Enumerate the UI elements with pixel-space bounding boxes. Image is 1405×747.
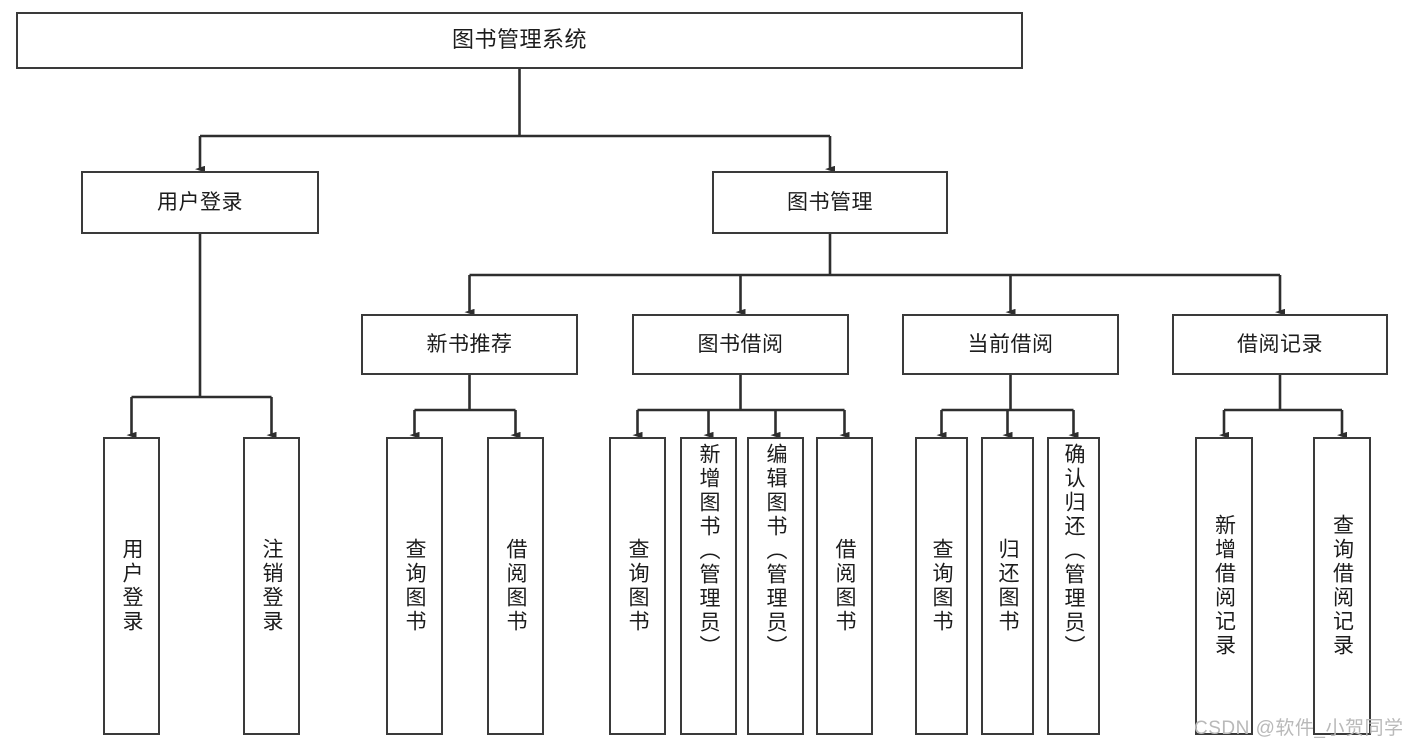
node-root-图书管理系统[interactable]: 图书管理系统 [16, 12, 1023, 69]
node-leaf-新书推荐-借阅图书-label: 借阅图书 [504, 538, 527, 634]
node-leaf-当前借阅-归还图书-label: 归还图书 [996, 538, 1019, 634]
node-leaf-用户登录-注销登录-label: 注销登录 [260, 538, 283, 634]
node-leaf-图书借阅-查询图书-label: 查询图书 [626, 538, 649, 634]
node-l2-用户登录[interactable]: 用户登录 [81, 171, 319, 234]
node-l3-新书推荐[interactable]: 新书推荐 [361, 314, 578, 375]
node-l3-借阅记录[interactable]: 借阅记录 [1172, 314, 1388, 375]
node-leaf-用户登录-用户登录[interactable]: 用户登录 [103, 437, 160, 735]
node-leaf-当前借阅-查询图书[interactable]: 查询图书 [915, 437, 968, 735]
node-l2-图书管理-label: 图书管理 [787, 190, 873, 214]
node-leaf-图书借阅-编辑图书管理员[interactable]: 编辑图书（管理员） [747, 437, 804, 735]
node-l3-图书借阅-label: 图书借阅 [697, 332, 784, 356]
node-l2-图书管理[interactable]: 图书管理 [712, 171, 948, 234]
node-leaf-新书推荐-查询图书-label: 查询图书 [403, 538, 426, 634]
node-l2-用户登录-label: 用户登录 [157, 190, 243, 214]
node-leaf-用户登录-用户登录-label: 用户登录 [120, 538, 143, 634]
node-leaf-借阅记录-查询借阅记录-label: 查询借阅记录 [1330, 514, 1354, 658]
node-l3-当前借阅[interactable]: 当前借阅 [902, 314, 1119, 375]
node-l3-借阅记录-label: 借阅记录 [1237, 332, 1323, 356]
node-leaf-借阅记录-新增借阅记录-label: 新增借阅记录 [1212, 514, 1236, 658]
node-leaf-借阅记录-新增借阅记录[interactable]: 新增借阅记录 [1195, 437, 1253, 735]
node-leaf-新书推荐-查询图书[interactable]: 查询图书 [386, 437, 443, 735]
node-root-图书管理系统-label: 图书管理系统 [451, 27, 587, 53]
node-l3-图书借阅[interactable]: 图书借阅 [632, 314, 849, 375]
node-leaf-当前借阅-归还图书[interactable]: 归还图书 [981, 437, 1034, 735]
node-leaf-当前借阅-确认归还管理员-label: 确认归还（管理员） [1062, 443, 1085, 659]
node-leaf-图书借阅-新增图书管理员[interactable]: 新增图书（管理员） [680, 437, 737, 735]
node-leaf-图书借阅-编辑图书管理员-label: 编辑图书（管理员） [764, 443, 787, 659]
node-leaf-当前借阅-查询图书-label: 查询图书 [930, 538, 953, 634]
node-leaf-用户登录-注销登录[interactable]: 注销登录 [243, 437, 300, 735]
node-l3-新书推荐-label: 新书推荐 [426, 332, 513, 356]
node-leaf-图书借阅-新增图书管理员-label: 新增图书（管理员） [697, 443, 720, 659]
node-leaf-图书借阅-借阅图书[interactable]: 借阅图书 [816, 437, 873, 735]
node-leaf-图书借阅-借阅图书-label: 借阅图书 [833, 538, 856, 634]
node-leaf-新书推荐-借阅图书[interactable]: 借阅图书 [487, 437, 544, 735]
node-leaf-借阅记录-查询借阅记录[interactable]: 查询借阅记录 [1313, 437, 1371, 735]
node-leaf-当前借阅-确认归还管理员[interactable]: 确认归还（管理员） [1047, 437, 1100, 735]
csdn-watermark: CSDN @软件_小贺同学 [1194, 718, 1404, 739]
node-leaf-图书借阅-查询图书[interactable]: 查询图书 [609, 437, 666, 735]
node-l3-当前借阅-label: 当前借阅 [967, 332, 1054, 356]
